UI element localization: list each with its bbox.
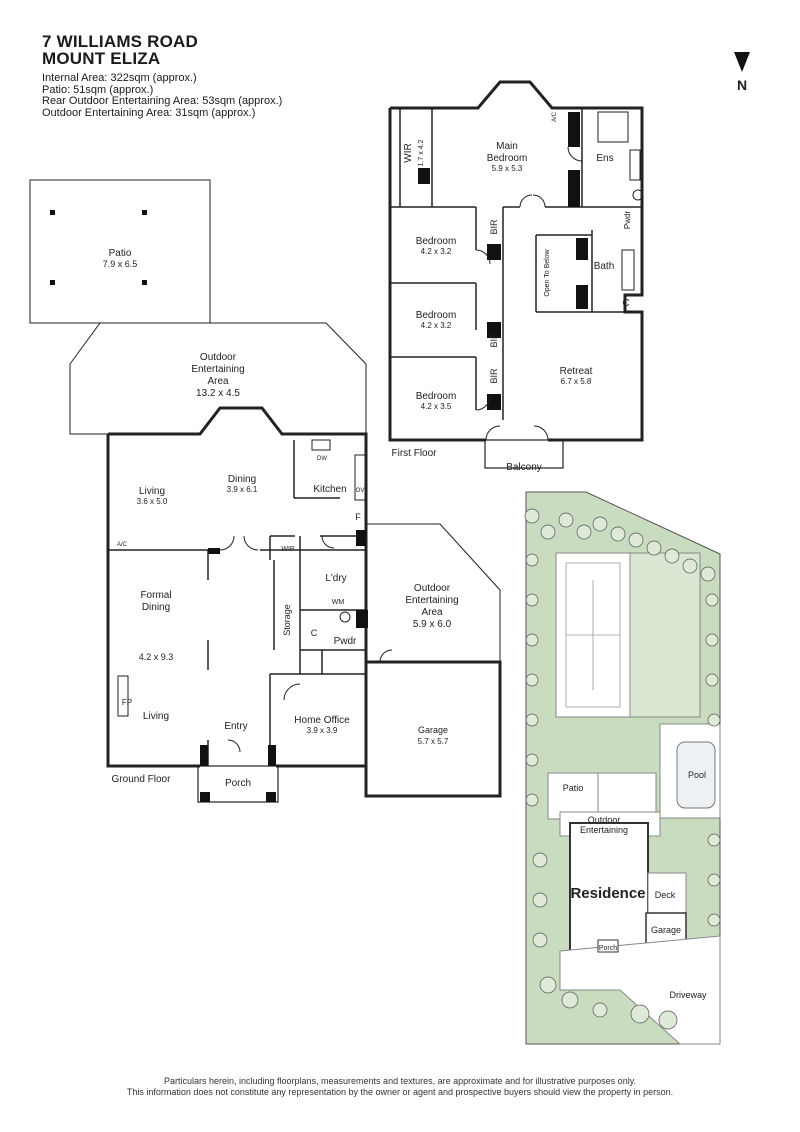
ground-floor-doors	[219, 535, 335, 753]
ground-floor-level-label: Ground Floor	[112, 774, 172, 785]
site-trees	[524, 508, 721, 1030]
bedroom2-size: 4.2 x 3.2	[421, 321, 452, 330]
main-bedroom-label-1: Main	[496, 141, 518, 152]
ensuite-label: Ens	[596, 153, 613, 164]
bedroom1-size: 4.2 x 3.2	[421, 247, 452, 256]
main-bedroom-label-2: Bedroom	[487, 153, 528, 164]
formal-dining-label-1: Formal	[140, 590, 171, 601]
bedroom3-label: Bedroom	[416, 391, 457, 402]
header: 7 WILLIAMS ROAD MOUNT ELIZA Internal Are…	[42, 33, 282, 119]
wir-label: WIR	[403, 143, 414, 162]
outdoor-side-label-2: Entertaining	[405, 595, 458, 606]
disclaimer-line-1: Particulars herein, including floorplans…	[163, 1076, 637, 1086]
outdoor-rear-label-3: Area	[207, 376, 229, 387]
oven-label: OV	[356, 488, 365, 494]
bath-label: Bath	[594, 261, 615, 272]
site-driveway-label: Driveway	[669, 990, 707, 1000]
storage-label: Storage	[282, 604, 292, 636]
formal-dining-label-2: Dining	[142, 602, 170, 613]
wir-size: 1.7 x 4.2	[418, 139, 425, 166]
address-line-2: MOUNT ELIZA	[42, 49, 161, 68]
first-floor-cupboard-label: C	[622, 298, 629, 309]
garage-label: Garage	[418, 725, 448, 735]
site-pool-label: Pool	[688, 770, 706, 780]
bedroom3-size: 4.2 x 3.5	[421, 402, 452, 411]
site-porch-label: Porch	[599, 945, 617, 952]
main-bedroom-size: 5.9 x 5.3	[492, 164, 523, 173]
site-deck-label: Deck	[655, 890, 676, 900]
ground-floor-pwdr-label: Pwdr	[334, 636, 357, 647]
site-plan	[524, 491, 721, 1045]
kitchen-label: Kitchen	[313, 484, 346, 495]
ground-floor-ac-label: A/C	[117, 542, 128, 548]
home-office-size: 3.9 x 3.9	[307, 726, 338, 735]
first-floor-pwdr-label: Pwdr	[623, 211, 632, 230]
fridge-label: F	[355, 512, 361, 522]
first-floor-ac-label: A/C	[552, 111, 558, 122]
fireplace-label: FP	[122, 698, 132, 707]
site-entertaining-label: Entertaining	[580, 825, 628, 835]
dishwasher-label: DW	[317, 456, 327, 462]
porch-label: Porch	[225, 778, 251, 789]
disclaimer-line-2: This information does not constitute any…	[126, 1087, 674, 1097]
site-garage-label: Garage	[651, 925, 681, 935]
bedroom1-label: Bedroom	[416, 236, 457, 247]
first-floor-level-label: First Floor	[392, 448, 438, 459]
area-rear-outdoor: Rear Outdoor Entertaining Area: 53sqm (a…	[42, 95, 283, 107]
north-arrow-icon: N	[734, 52, 750, 93]
disclaimer: Particulars herein, including floorplans…	[0, 1076, 800, 1098]
outdoor-rear-size: 13.2 x 4.5	[196, 388, 240, 399]
bir-label-2: BIR	[489, 332, 499, 348]
bir-label-3: BIR	[489, 368, 499, 384]
living-rear-size: 3.6 x 5.0	[137, 497, 168, 506]
entry-label: Entry	[224, 721, 247, 732]
site-outdoor-label: Outdoor	[588, 815, 621, 825]
outdoor-side-label-1: Outdoor	[414, 583, 451, 594]
outdoor-rear-label-1: Outdoor	[200, 352, 237, 363]
laundry-label: L'dry	[325, 573, 346, 584]
patio-size: 7.9 x 6.5	[103, 259, 138, 269]
first-floor-plan	[388, 80, 644, 469]
retreat-label: Retreat	[560, 366, 593, 377]
area-list: Internal Area: 322sqm (approx.) Patio: 5…	[42, 72, 283, 119]
living-front-label: Living	[143, 711, 169, 722]
outdoor-area-rear	[69, 322, 367, 435]
bedroom2-label: Bedroom	[416, 310, 457, 321]
balcony-label: Balcony	[506, 462, 542, 473]
living-rear-label: Living	[139, 486, 165, 497]
garage-size: 5.7 x 5.7	[418, 737, 449, 746]
formal-dining-size: 4.2 x 9.3	[139, 652, 174, 662]
open-to-below-label: Open To Below	[544, 248, 551, 296]
ground-floor-cupboard-label: C	[311, 628, 318, 638]
garage-outline	[364, 660, 502, 798]
area-outdoor: Outdoor Entertaining Area: 31sqm (approx…	[42, 106, 256, 119]
first-floor-doors	[475, 146, 583, 441]
dining-size: 3.9 x 6.1	[227, 485, 258, 494]
bir-label-1: BIR	[489, 219, 499, 235]
dining-label: Dining	[228, 474, 256, 485]
outdoor-side-label-3: Area	[421, 607, 443, 618]
patio-label: Patio	[109, 248, 132, 259]
address-line-1: 7 WILLIAMS ROAD	[42, 32, 198, 51]
washing-machine-label: WM	[332, 599, 345, 606]
site-residence-label: Residence	[570, 885, 645, 902]
north-label: N	[737, 77, 747, 93]
site-patio-label: Patio	[563, 783, 584, 793]
wip-label: WIP	[281, 546, 295, 553]
home-office-label: Home Office	[294, 715, 350, 726]
area-patio: Patio: 51sqm (approx.)	[42, 83, 154, 96]
first-floor-walls	[390, 108, 644, 420]
area-internal: Internal Area: 322sqm (approx.)	[42, 72, 197, 84]
outdoor-rear-label-2: Entertaining	[191, 364, 244, 375]
retreat-size: 6.7 x 5.8	[561, 377, 592, 386]
outdoor-side-size: 5.9 x 6.0	[413, 619, 452, 630]
